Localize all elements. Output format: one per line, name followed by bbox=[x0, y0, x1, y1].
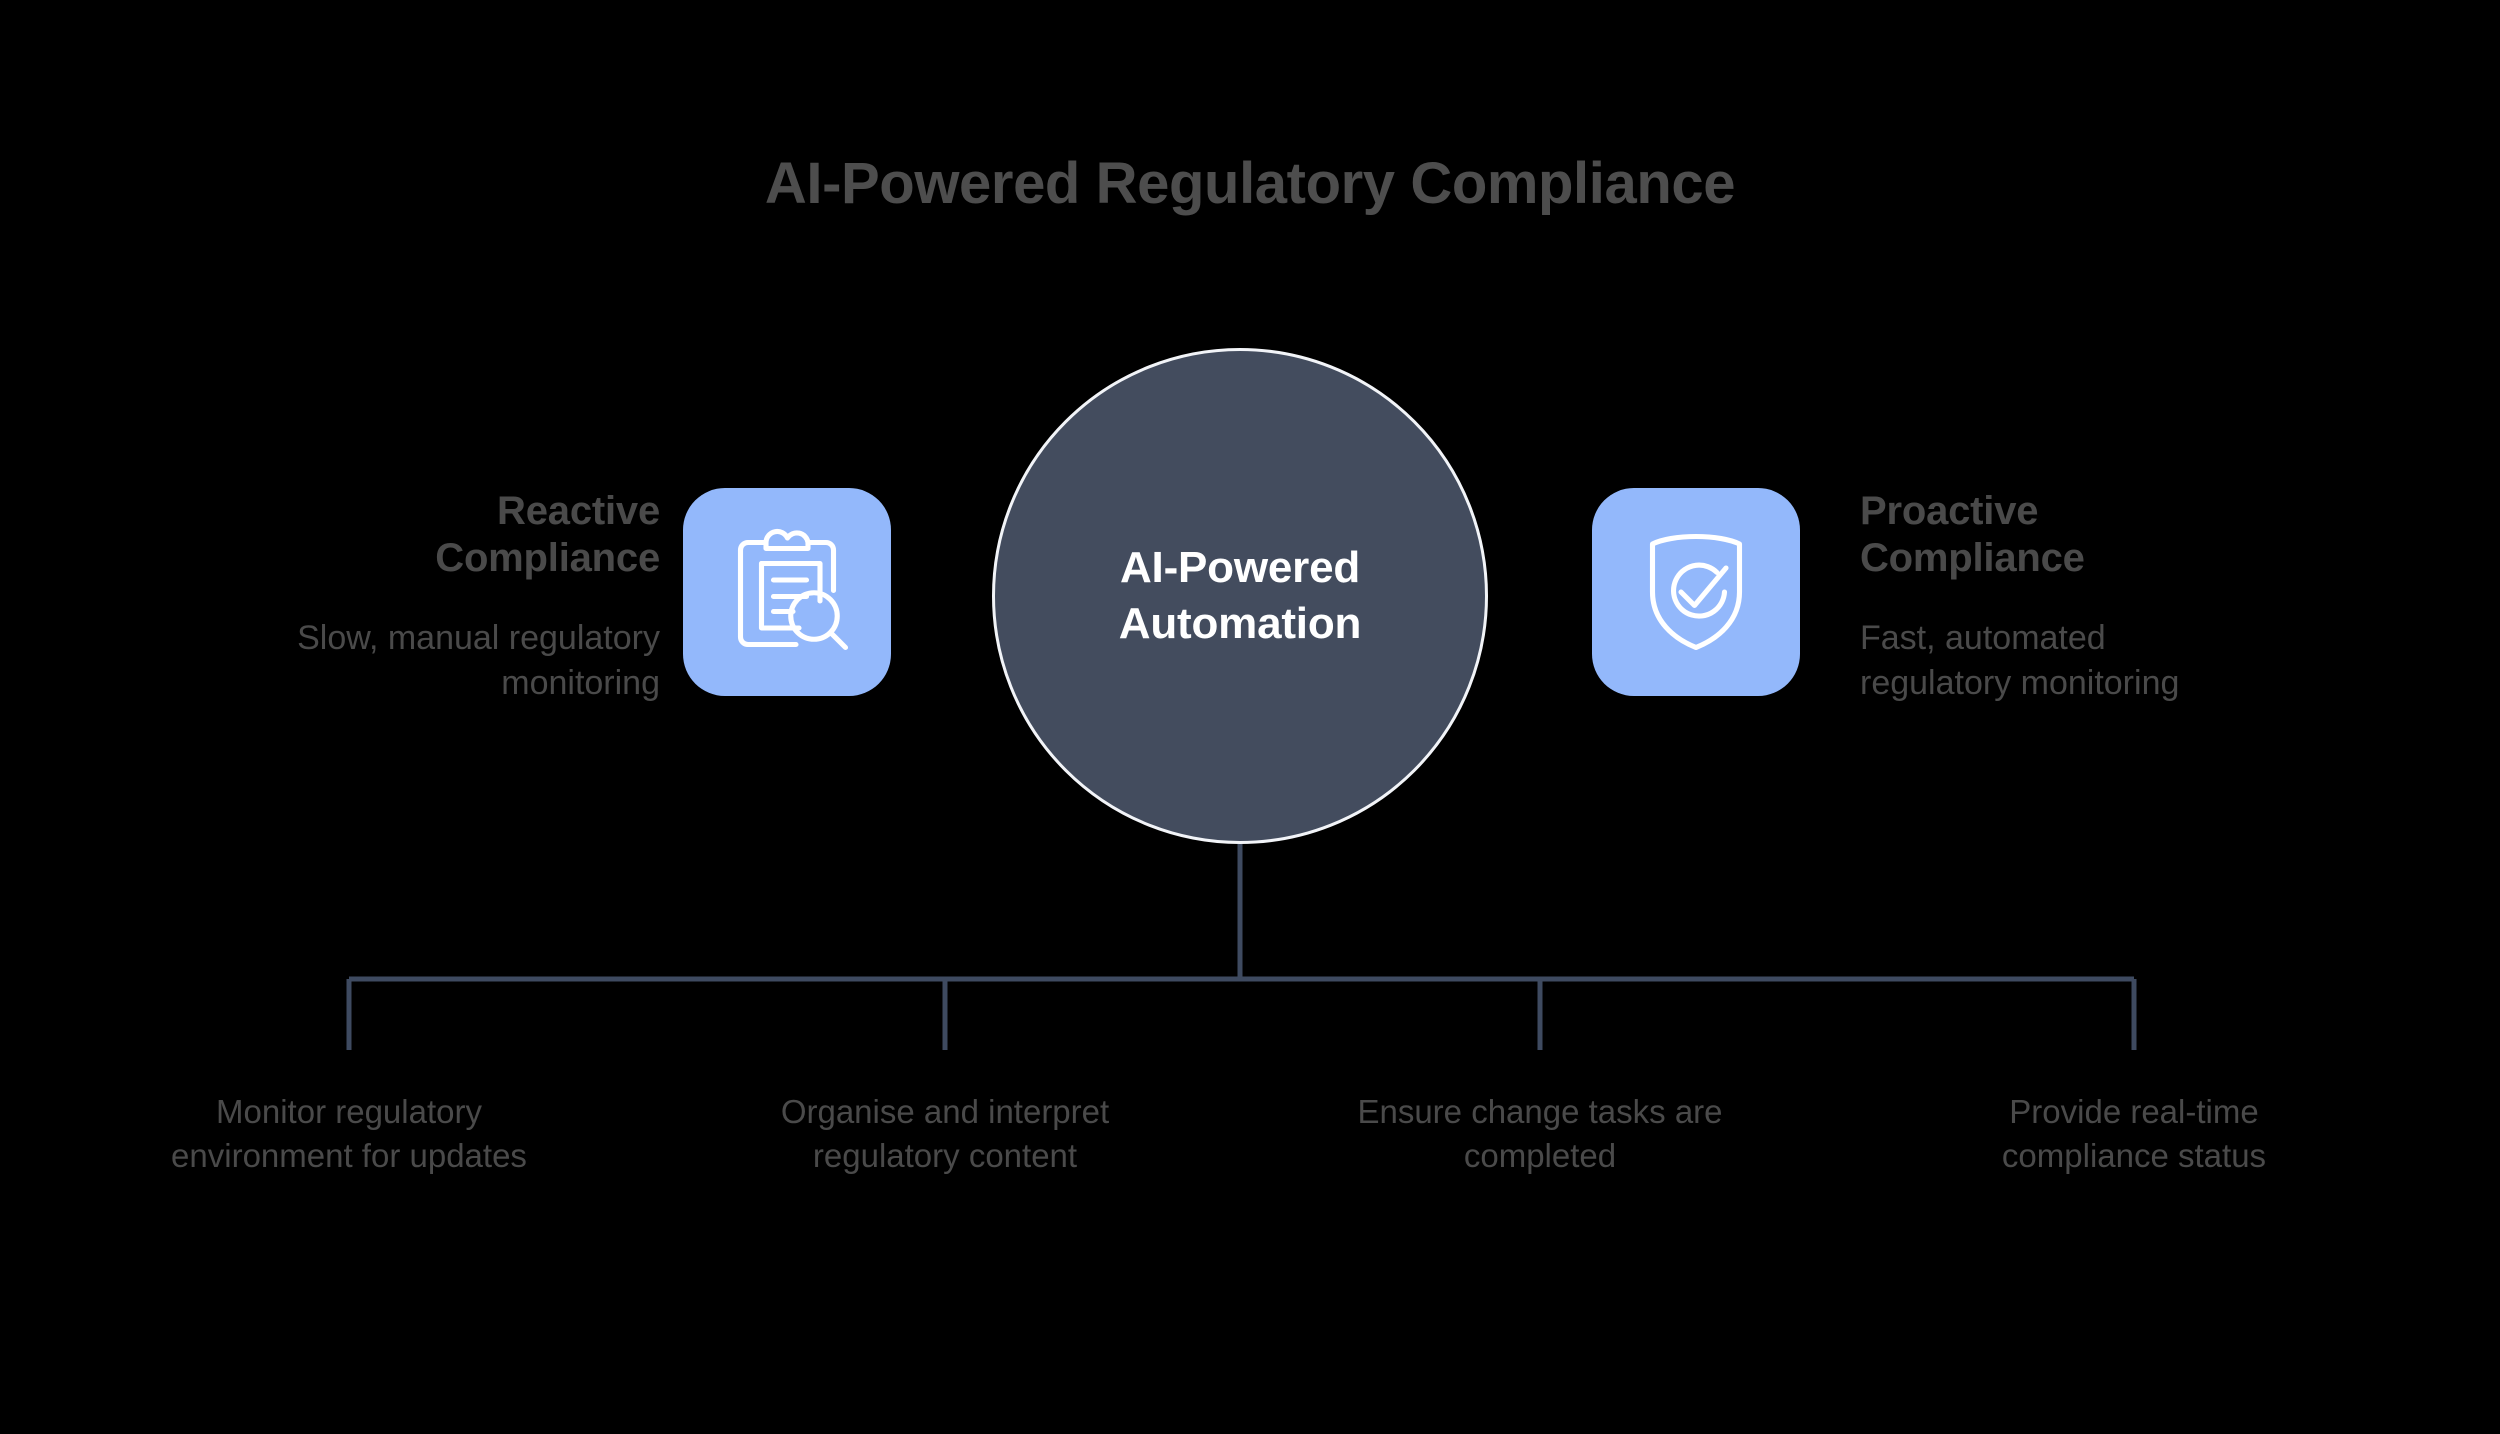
center-node-label: AI-Powered Automation bbox=[1118, 540, 1362, 653]
left-heading-line1: Reactive bbox=[497, 489, 660, 533]
right-heading-line1: Proactive bbox=[1860, 489, 2039, 533]
clipboard-search-icon bbox=[737, 528, 849, 651]
branch-label-0-line1: Monitor regulatory bbox=[216, 1093, 482, 1130]
right-description: Fast, automated regulatory monitoring bbox=[1860, 616, 2380, 704]
branch-label-1-line1: Organise and interpret bbox=[780, 1093, 1110, 1130]
shield-check-icon-tile[interactable] bbox=[1592, 488, 1800, 696]
left-heading: Reactive Compliance bbox=[140, 488, 660, 582]
center-node-label-line2: Automation bbox=[1118, 599, 1362, 648]
right-heading: Proactive Compliance bbox=[1860, 488, 2380, 582]
page-title: AI-Powered Regulatory Compliance bbox=[764, 151, 1736, 216]
center-node[interactable]: AI-Powered Automation bbox=[992, 348, 1488, 844]
right-description-line1: Fast, automated bbox=[1860, 619, 2106, 658]
right-heading-line2: Compliance bbox=[1860, 536, 2085, 581]
branch-label-2: Ensure change tasks are completed bbox=[1290, 1090, 1790, 1177]
branch-label-3: Provide real-time compliance status bbox=[1884, 1090, 2384, 1177]
left-side-block: Reactive Compliance Slow, manual regulat… bbox=[140, 488, 660, 705]
left-description-line1: Slow, manual regulatory bbox=[297, 619, 660, 658]
left-description: Slow, manual regulatory monitoring bbox=[140, 616, 660, 704]
clipboard-search-icon-tile[interactable] bbox=[683, 488, 891, 696]
branch-label-3-line1: Provide real-time bbox=[2009, 1093, 2259, 1130]
branch-label-1-line2: regulatory content bbox=[812, 1136, 1078, 1174]
shield-check-icon bbox=[1649, 533, 1743, 651]
branch-label-3-line2: compliance status bbox=[2001, 1136, 2267, 1174]
branch-label-2-line1: Ensure change tasks are bbox=[1357, 1093, 1723, 1130]
branch-label-2-line2: completed bbox=[1463, 1136, 1617, 1174]
right-description-line2: regulatory monitoring bbox=[1860, 663, 2180, 702]
center-node-label-line1: AI-Powered bbox=[1119, 542, 1361, 592]
branch-label-1: Organise and interpret regulatory conten… bbox=[695, 1090, 1195, 1177]
branch-label-0-line2: environment for updates bbox=[171, 1136, 527, 1174]
left-description-line2: monitoring bbox=[501, 663, 660, 702]
right-side-block: Proactive Compliance Fast, automated reg… bbox=[1860, 488, 2380, 705]
left-heading-line2: Compliance bbox=[435, 536, 660, 581]
branch-label-0: Monitor regulatory environment for updat… bbox=[99, 1090, 599, 1177]
